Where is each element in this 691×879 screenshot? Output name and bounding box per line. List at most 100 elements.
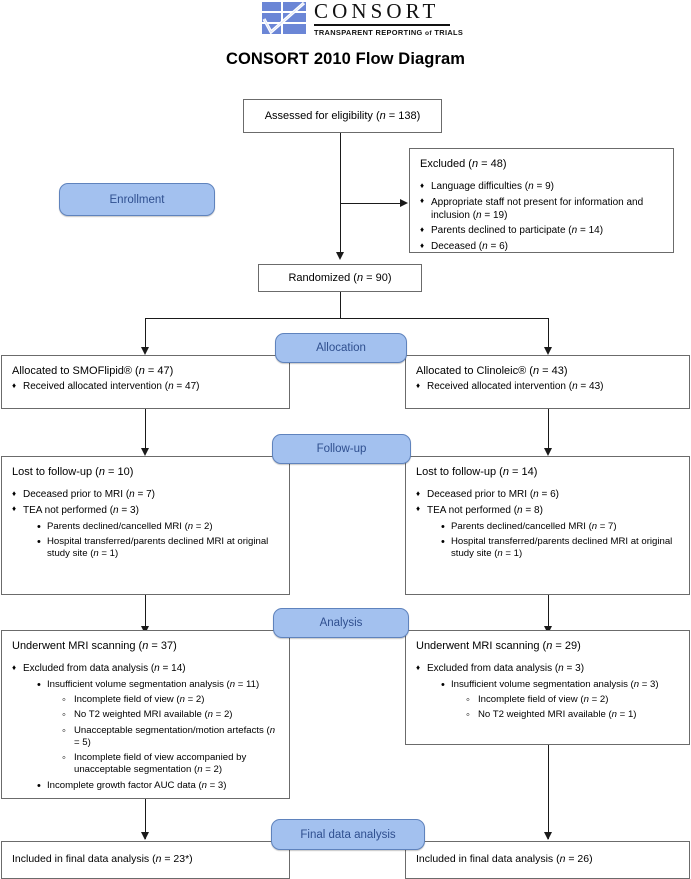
included-final-right-label: Included in final data analysis (n = 26): [416, 853, 593, 866]
list-item: Incomplete growth factor AUC data (n = 3…: [36, 779, 279, 793]
analysis-left-sublist: Insufficient volume segmentation analysi…: [36, 678, 279, 793]
stage-pill-allocation: Allocation: [275, 333, 407, 363]
stage-label-followup: Follow-up: [316, 443, 367, 455]
randomized-label: Randomized (n = 90): [288, 271, 392, 284]
arrowhead-to-randomized: [335, 252, 344, 260]
connector-to-excluded: [340, 203, 402, 204]
lost-followup-right-sublist: Parents declined/cancelled MRI (n = 7) H…: [440, 520, 679, 561]
connector-analysis-to-final-right: [548, 745, 549, 839]
logo-tagline-of: of: [425, 29, 432, 37]
list-item: TEA not performed (n = 8) Parents declin…: [416, 504, 679, 561]
lost-followup-left-sublist: Parents declined/cancelled MRI (n = 2) H…: [36, 520, 279, 561]
underwent-mri-left-head: Underwent MRI scanning (n = 37): [12, 640, 177, 652]
analysis-right-list: Excluded from data analysis (n = 3) Insu…: [416, 663, 679, 723]
list-item: Incomplete field of view (n = 2): [466, 693, 679, 707]
list-item: Insufficient volume segmentation analysi…: [440, 678, 679, 723]
lost-followup-right-head: Lost to follow-up (n = 14): [416, 466, 538, 478]
connector-followup-to-analysis-left: [145, 595, 146, 632]
arrowhead-final-right: [543, 832, 552, 840]
connector-followup-to-analysis-right: [548, 595, 549, 632]
list-item-text: Excluded from data analysis (n = 14): [23, 663, 186, 675]
connector-assessed-to-randomized: [340, 133, 341, 258]
excluded-head: Excluded (n = 48): [420, 158, 507, 170]
analysis-left-subsublist: Incomplete field of view (n = 2) No T2 w…: [62, 693, 279, 777]
logo-wordmark: CONSORT: [314, 0, 440, 23]
stage-pill-enrollment: Enrollment: [59, 183, 215, 216]
list-item: Parents declined to participate (n = 14): [420, 225, 663, 238]
box-included-final-right: Included in final data analysis (n = 26): [405, 841, 690, 879]
allocated-right-head: Allocated to Clinoleic® (n = 43): [416, 365, 568, 377]
list-item: Insufficient volume segmentation analysi…: [36, 678, 279, 777]
logo-tagline: TRANSPARENT REPORTING of TRIALS: [314, 28, 463, 37]
box-lost-followup-left: Lost to follow-up (n = 10) Deceased prio…: [1, 456, 290, 595]
included-final-left-label: Included in final data analysis (n = 23*…: [12, 853, 193, 866]
analysis-right-subsublist: Incomplete field of view (n = 2) No T2 w…: [466, 693, 679, 723]
allocated-right-list: Received allocated intervention (n = 43): [416, 381, 679, 394]
list-item: Deceased (n = 6): [420, 241, 663, 254]
stage-label-analysis: Analysis: [319, 617, 363, 629]
list-item: Appropriate staff not present for inform…: [420, 196, 663, 223]
underwent-mri-right-head: Underwent MRI scanning (n = 29): [416, 640, 581, 652]
list-item: Incomplete field of view (n = 2): [62, 693, 279, 707]
arrowhead-followup-left: [140, 448, 149, 456]
stage-label-final: Final data analysis: [300, 828, 396, 841]
list-item: Excluded from data analysis (n = 3) Insu…: [416, 663, 679, 723]
box-included-final-left: Included in final data analysis (n = 23*…: [1, 841, 290, 879]
list-item-text: Excluded from data analysis (n = 3): [427, 663, 585, 675]
connector-alloc-to-followup-left: [145, 409, 146, 454]
connector-alloc-to-followup-right: [548, 409, 549, 454]
list-item-text: Insufficient volume segmentation analysi…: [451, 678, 659, 690]
consort-logo-mark: [262, 2, 306, 35]
list-item: Received allocated intervention (n = 47): [12, 381, 279, 394]
connector-split-left: [145, 318, 146, 353]
arrowhead-final-left: [140, 832, 149, 840]
box-allocated-left: Allocated to SMOFlipid® (n = 47) Receive…: [1, 355, 290, 409]
assessed-label: Assessed for eligibility (n = 138): [264, 109, 421, 122]
box-randomized: Randomized (n = 90): [258, 264, 422, 292]
list-item-text: TEA not performed (n = 3): [23, 504, 139, 516]
connector-analysis-to-final-left: [145, 799, 146, 839]
lost-followup-right-list: Deceased prior to MRI (n = 6) TEA not pe…: [416, 489, 679, 560]
connector-randomized-split: [145, 318, 548, 319]
excluded-list: Language difficulties (n = 9) Appropriat…: [420, 181, 663, 254]
allocated-left-head: Allocated to SMOFlipid® (n = 47): [12, 365, 174, 377]
box-excluded: Excluded (n = 48) Language difficulties …: [409, 148, 674, 253]
list-item: Hospital transferred/parents declined MR…: [36, 535, 279, 561]
arrowhead-allocation-right: [543, 347, 552, 355]
stage-pill-analysis: Analysis: [273, 608, 409, 638]
consort-logo: CONSORT TRANSPARENT REPORTING of TRIALS: [262, 0, 463, 38]
analysis-left-list: Excluded from data analysis (n = 14) Ins…: [12, 663, 279, 794]
box-assessed-for-eligibility: Assessed for eligibility (n = 138): [243, 99, 442, 133]
list-item: Language difficulties (n = 9): [420, 181, 663, 194]
stage-pill-followup: Follow-up: [272, 434, 411, 464]
list-item: Unacceptable segmentation/motion artefac…: [62, 724, 279, 750]
connector-randomized-down: [340, 291, 341, 318]
logo-divider: [314, 24, 450, 26]
list-item: Excluded from data analysis (n = 14) Ins…: [12, 663, 279, 794]
arrowhead-allocation-left: [140, 347, 149, 355]
list-item: Received allocated intervention (n = 43): [416, 381, 679, 394]
allocated-left-list: Received allocated intervention (n = 47): [12, 381, 279, 394]
lost-followup-left-list: Deceased prior to MRI (n = 7) TEA not pe…: [12, 489, 279, 560]
box-lost-followup-right: Lost to follow-up (n = 14) Deceased prio…: [405, 456, 690, 595]
box-allocated-right: Allocated to Clinoleic® (n = 43) Receive…: [405, 355, 690, 409]
box-underwent-mri-right: Underwent MRI scanning (n = 29) Excluded…: [405, 630, 690, 745]
lost-followup-left-head: Lost to follow-up (n = 10): [12, 466, 134, 478]
arrowhead-to-excluded: [400, 198, 408, 207]
list-item: Deceased prior to MRI (n = 7): [12, 489, 279, 502]
logo-tagline-part2: TRIALS: [434, 27, 464, 37]
page-title: CONSORT 2010 Flow Diagram: [225, 50, 466, 68]
stage-pill-final-data-analysis: Final data analysis: [271, 819, 425, 850]
list-item: No T2 weighted MRI available (n = 1): [466, 708, 679, 722]
arrowhead-followup-right: [543, 448, 552, 456]
stage-label-allocation: Allocation: [316, 342, 366, 354]
stage-label-enrollment: Enrollment: [109, 193, 165, 206]
analysis-right-sublist: Insufficient volume segmentation analysi…: [440, 678, 679, 723]
list-item: Parents declined/cancelled MRI (n = 7): [440, 520, 679, 534]
list-item: Hospital transferred/parents declined MR…: [440, 535, 679, 561]
list-item: TEA not performed (n = 3) Parents declin…: [12, 504, 279, 561]
list-item: Incomplete field of view accompanied by …: [62, 751, 279, 777]
list-item: Deceased prior to MRI (n = 6): [416, 489, 679, 502]
connector-split-right: [548, 318, 549, 353]
